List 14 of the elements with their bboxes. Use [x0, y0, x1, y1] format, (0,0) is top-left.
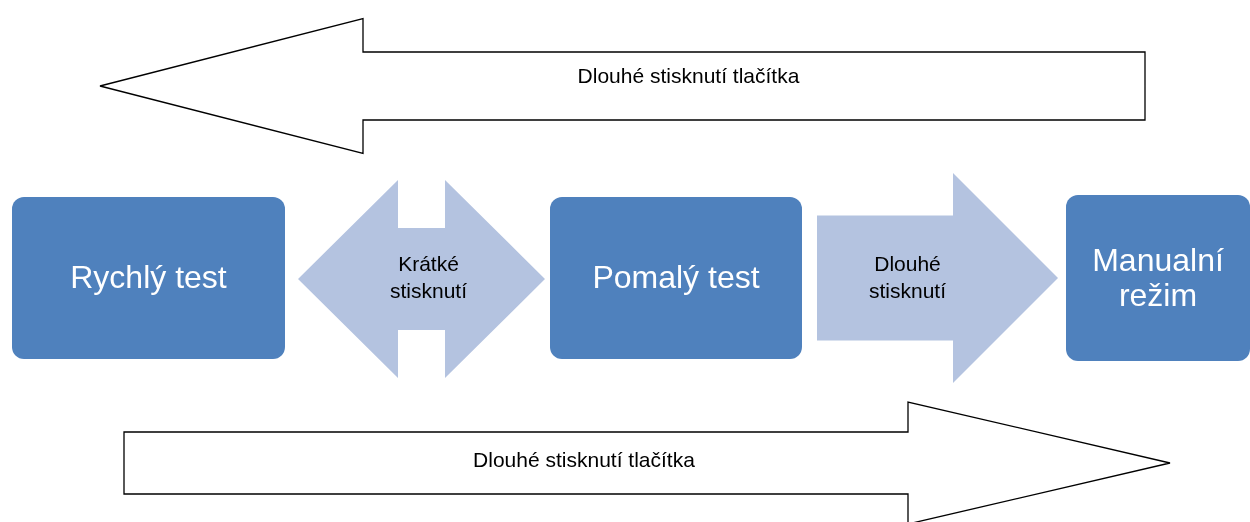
edge-label: Dlouhé stisknutí tlačítka	[576, 63, 801, 90]
edge-label: Dlouhé stisknutí tlačítka	[472, 447, 696, 474]
node-label: Rychlý test	[70, 260, 227, 296]
edge-label: Dlouhé stisknutí	[868, 250, 947, 304]
node-label: Pomalý test	[592, 260, 760, 296]
process-box	[1066, 195, 1250, 361]
block-arrow	[99, 17, 1146, 155]
process-box	[12, 197, 285, 359]
process-box	[550, 197, 802, 359]
block-arrow	[298, 180, 545, 378]
block-arrow	[123, 401, 1171, 522]
edge-label: Krátké stisknutí	[389, 250, 468, 304]
node-label: Manualní režim	[1091, 242, 1225, 314]
block-arrow	[817, 173, 1058, 383]
